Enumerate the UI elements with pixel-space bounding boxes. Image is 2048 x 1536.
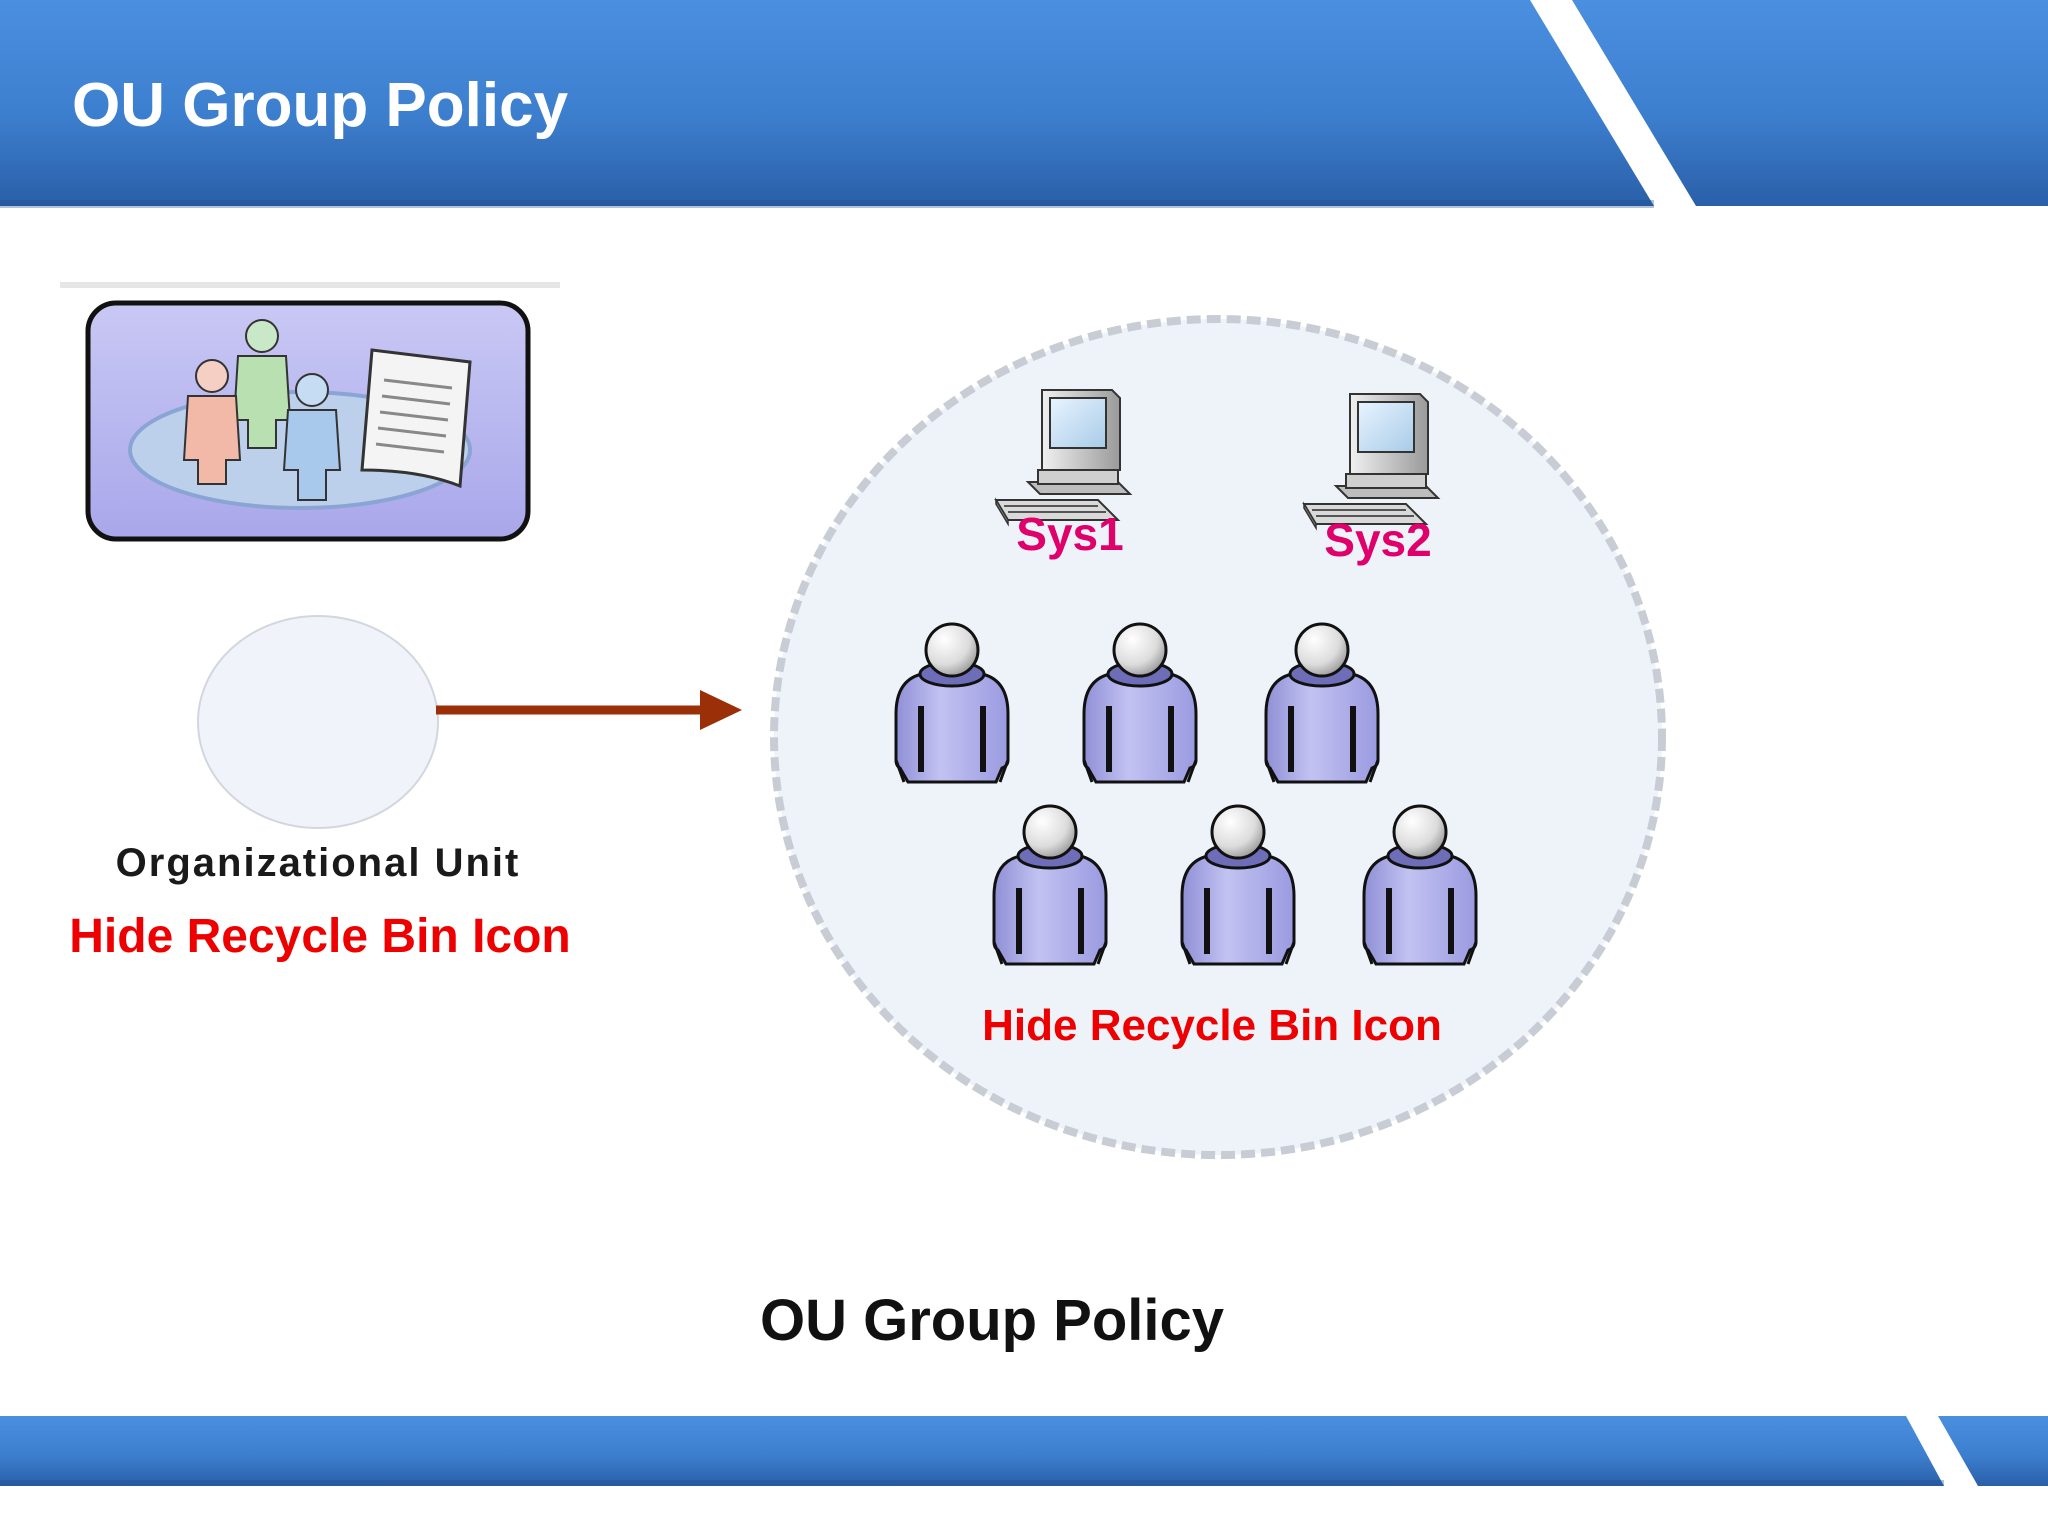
page-title: OU Group Policy — [72, 71, 569, 140]
arrow-right-icon — [436, 690, 742, 730]
slide-caption: OU Group Policy — [760, 1288, 1224, 1353]
computer-label-sys1: Sys1 — [1016, 508, 1123, 560]
organizational-unit-circle — [197, 615, 439, 829]
ou-label: Organizational Unit — [116, 841, 521, 885]
computer-label-sys2: Sys2 — [1324, 514, 1431, 566]
header-band — [0, 0, 2048, 208]
ou-policy-label: Hide Recycle Bin Icon — [69, 910, 571, 963]
organizational-unit-icon — [60, 282, 560, 542]
scope-policy-label: Hide Recycle Bin Icon — [982, 1001, 1442, 1050]
footer-band — [0, 1416, 2048, 1486]
